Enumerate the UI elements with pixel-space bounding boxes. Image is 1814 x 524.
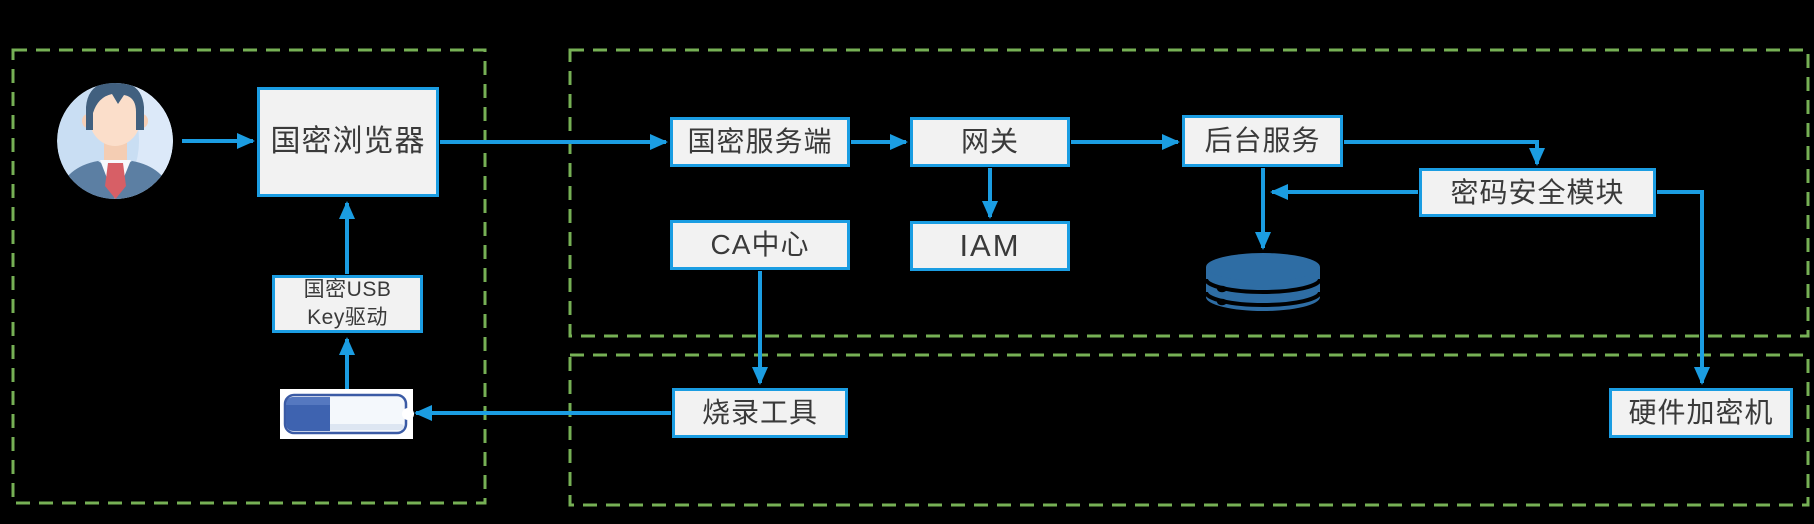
node-backend-service: 后台服务	[1182, 115, 1343, 167]
node-gateway: 网关	[910, 117, 1070, 167]
server-zone-border	[568, 48, 1810, 338]
usb-driver-label-line2: Key驱动	[307, 306, 388, 329]
node-iam: IAM	[910, 221, 1070, 271]
node-guomi-server: 国密服务端	[670, 117, 850, 167]
connector-arrows	[182, 133, 1710, 421]
zone-borders	[11, 48, 1810, 507]
node-hardware-encryptor: 硬件加密机	[1609, 388, 1793, 438]
node-burn-tool: 烧录工具	[672, 388, 848, 438]
infrastructure-zone-border	[568, 353, 1810, 507]
arrow-backend-to-security-module	[1344, 140, 1545, 166]
database-cylinder-icon	[1204, 253, 1322, 311]
node-ca-center: CA中心	[670, 220, 850, 270]
node-guomi-usb-key-driver: 国密USB Key驱动	[272, 275, 423, 333]
usb-driver-label-line1: 国密USB	[303, 277, 392, 301]
arrow-security-module-to-hsm	[1657, 190, 1710, 385]
node-crypto-security-module: 密码安全模块	[1419, 168, 1656, 217]
usb-flash-drive-icon	[280, 389, 414, 439]
node-guomi-browser: 国密浏览器	[257, 87, 439, 197]
businessman-avatar-icon	[57, 83, 173, 199]
client-zone-border	[11, 48, 487, 505]
